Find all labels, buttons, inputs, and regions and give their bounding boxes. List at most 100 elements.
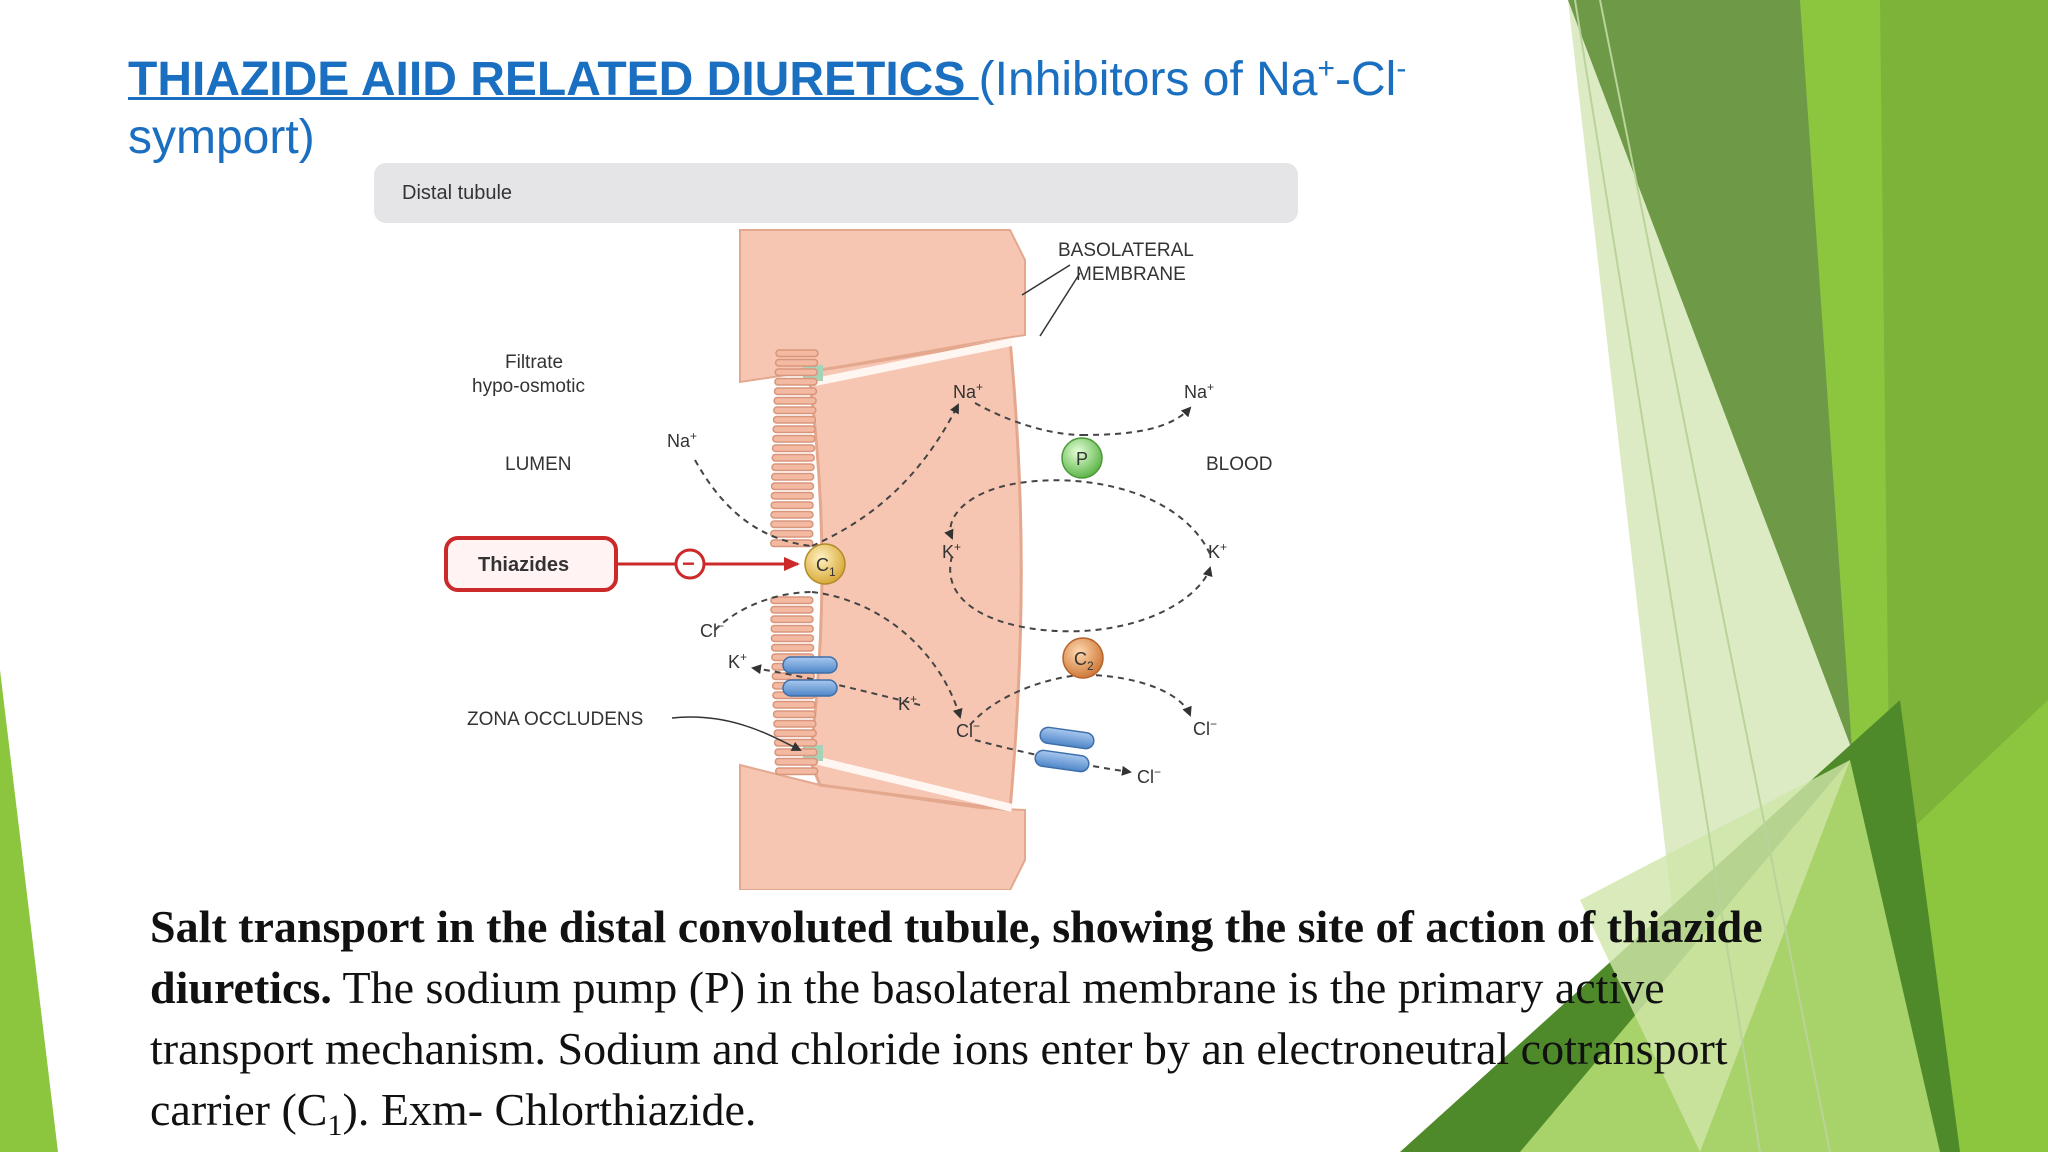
microvillus bbox=[770, 596, 814, 605]
ion-label-cl-lumen: Cl− bbox=[700, 619, 724, 641]
cl-path-c1-to-cell bbox=[811, 591, 963, 719]
microvillus bbox=[773, 719, 817, 728]
ion-label-cl-blood-lower: Cl− bbox=[1137, 765, 1161, 787]
cl-path-cell-to-c2 bbox=[969, 674, 1086, 726]
basolateral-pointer-2 bbox=[1039, 272, 1081, 337]
zona-occludens-pointer bbox=[671, 716, 802, 751]
microvillus bbox=[773, 406, 817, 415]
sodium-pump bbox=[1061, 437, 1103, 479]
decor-thin-line-1 bbox=[1574, 0, 1761, 1152]
c2-transporter bbox=[1062, 637, 1104, 679]
green-triangle-bottom-pale bbox=[1580, 760, 1850, 1152]
microvillus bbox=[774, 377, 818, 386]
slide-caption: Salt transport in the distal convoluted … bbox=[150, 896, 1790, 1152]
cl-channel-basolateral-lower bbox=[1034, 749, 1090, 773]
distal-tubule-diagram: Distal tubule Na+ Na+ Na+ K+ K+ K+ K+ Cl… bbox=[374, 163, 1298, 890]
microvillus bbox=[773, 396, 817, 405]
microvillus bbox=[772, 700, 816, 709]
microvillus bbox=[772, 434, 816, 443]
na-path-cell-to-pump bbox=[974, 402, 1083, 436]
c1-cotransporter bbox=[804, 543, 846, 585]
microvillus bbox=[770, 634, 815, 643]
microvillus bbox=[772, 710, 817, 719]
na-path-pump-to-blood bbox=[1081, 406, 1192, 436]
ion-label-k-blood: K+ bbox=[1208, 540, 1227, 562]
title-sub-mid: -Cl bbox=[1335, 53, 1397, 106]
ion-label-cl-blood-upper: Cl− bbox=[1193, 717, 1217, 739]
caption-text-1: The sodium pump (P) in the basolateral m… bbox=[150, 962, 1728, 1135]
title-sub-prefix: (Inhibitors of Na bbox=[978, 53, 1318, 106]
microvillus bbox=[770, 482, 815, 491]
microvillus bbox=[772, 425, 816, 434]
green-band-right-dark bbox=[1568, 0, 1890, 850]
basolateral-label-line1: BASOLATERAL bbox=[1058, 240, 1194, 261]
microvillus bbox=[771, 453, 815, 462]
diagram-header-bar bbox=[374, 163, 1298, 223]
title-sub: (Inhibitors of Na+-Cl- bbox=[978, 52, 1407, 106]
na-path-lumen-to-c1 bbox=[694, 459, 813, 547]
microvillus bbox=[769, 539, 814, 548]
c1-label: C1 bbox=[816, 555, 836, 579]
caption-text-2: ). Exm- Chlorthiazide. bbox=[342, 1084, 757, 1135]
zona-occludens-label: ZONA OCCLUDENS bbox=[467, 709, 643, 730]
junction-gap-lower bbox=[814, 756, 1013, 812]
title-main: THIAZIDE AIID RELATED DIURETICS bbox=[128, 53, 979, 106]
microvillus bbox=[775, 349, 819, 358]
microvillus bbox=[772, 415, 817, 424]
filtrate-label-line1: Filtrate bbox=[505, 352, 563, 373]
title-sup-minus: - bbox=[1396, 52, 1407, 85]
microvillus bbox=[774, 368, 818, 377]
cl-channel-basolateral-upper bbox=[1039, 726, 1095, 750]
ion-label-k-channel: K+ bbox=[898, 692, 917, 714]
cl-path-c2-to-blood bbox=[1084, 674, 1192, 717]
inhibition-symbol: − bbox=[682, 551, 695, 576]
basolateral-label-line2: MEMBRANE bbox=[1076, 264, 1186, 285]
slide-title: THIAZIDE AIID RELATED DIURETICS (Inhibit… bbox=[128, 40, 1528, 167]
title-line2: symport) bbox=[128, 111, 315, 164]
microvillus bbox=[770, 643, 815, 652]
blood-label: BLOOD bbox=[1206, 454, 1273, 475]
k-loop-upper bbox=[944, 479, 1211, 555]
ion-label-na-blood: Na+ bbox=[1184, 380, 1214, 402]
microvillus bbox=[770, 501, 814, 510]
cl-path-lumen-to-c1 bbox=[714, 591, 813, 631]
microvillus bbox=[770, 520, 814, 529]
microvillus bbox=[770, 491, 815, 500]
microvillus bbox=[770, 510, 814, 519]
thiazides-label: Thiazides bbox=[478, 554, 569, 576]
caption-bold: Salt transport in the distal convoluted … bbox=[150, 901, 1763, 1013]
filtrate-label-line2: hypo-osmotic bbox=[472, 376, 585, 397]
microvillus bbox=[774, 767, 819, 776]
adjacent-cell-upper bbox=[739, 229, 1026, 384]
c2-label: C2 bbox=[1074, 649, 1094, 673]
k-channel-apical-upper bbox=[782, 656, 838, 674]
microvillus bbox=[773, 729, 817, 738]
microvillus bbox=[774, 748, 818, 757]
junction-gap-upper bbox=[814, 338, 1013, 386]
k-channel-apical-lower bbox=[782, 679, 838, 697]
microvillus bbox=[770, 605, 814, 614]
decor-thin-line-2 bbox=[1599, 0, 1831, 1152]
lumen-label: LUMEN bbox=[505, 454, 572, 475]
microvillus bbox=[771, 463, 815, 472]
diagram-header-text: Distal tubule bbox=[402, 182, 512, 204]
na-path-c1-to-cell bbox=[811, 403, 959, 547]
ion-label-k-lumen: K+ bbox=[728, 650, 747, 672]
ion-label-cl-cell: Cl− bbox=[956, 719, 980, 741]
microvillus bbox=[770, 529, 814, 538]
microvillus bbox=[773, 387, 818, 396]
ion-label-na-lumen: Na+ bbox=[667, 429, 697, 451]
green-band-right-mid bbox=[1880, 0, 2048, 850]
pump-label: P bbox=[1076, 449, 1088, 469]
microvillus bbox=[770, 624, 814, 633]
microvillus bbox=[774, 358, 819, 367]
microvillus bbox=[774, 757, 819, 766]
ion-label-na-cell: Na+ bbox=[953, 380, 983, 402]
k-loop-lower bbox=[949, 555, 1213, 633]
caption-subscript: 1 bbox=[327, 1109, 343, 1143]
microvillus bbox=[771, 444, 816, 453]
title-sup-plus: + bbox=[1317, 52, 1336, 85]
microvillus bbox=[770, 615, 814, 624]
